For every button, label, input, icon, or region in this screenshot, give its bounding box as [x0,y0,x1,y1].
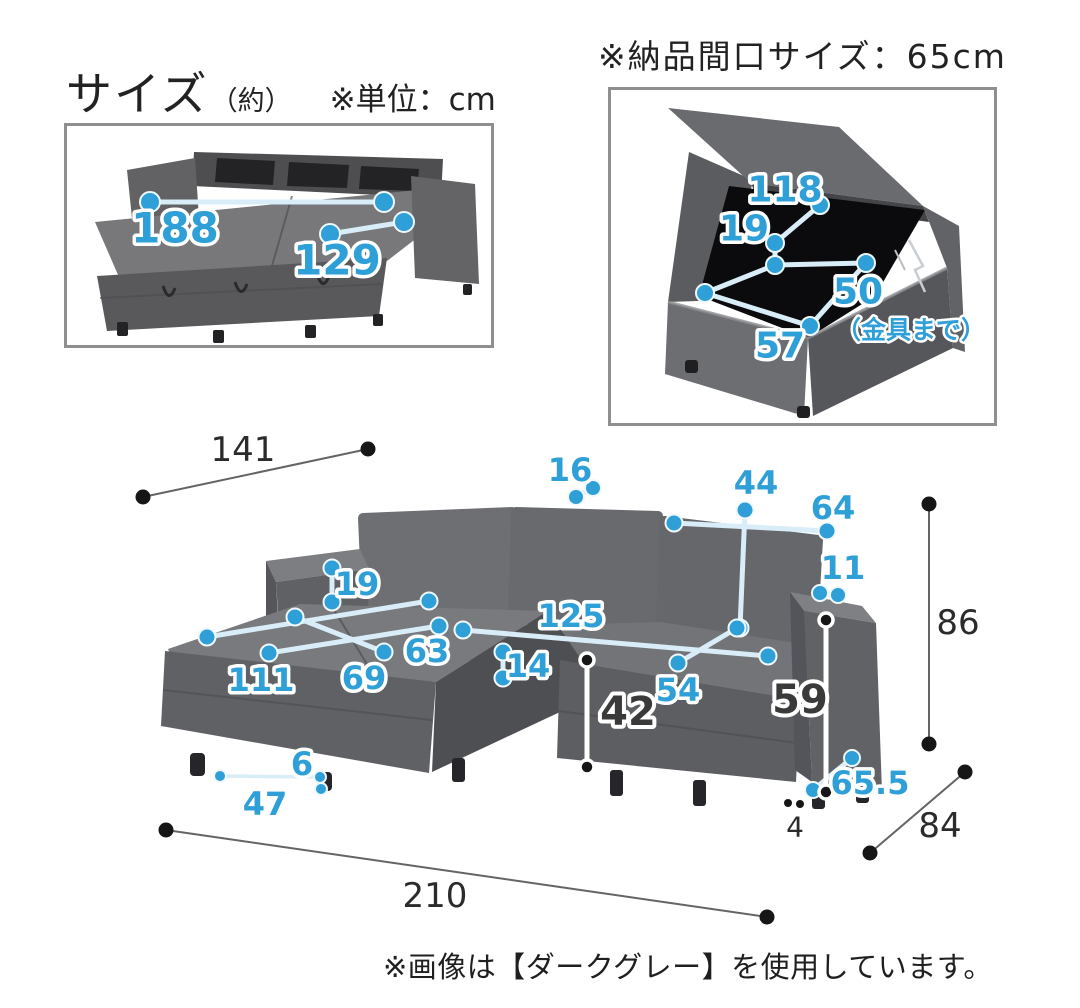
lid-hinge [907,239,927,293]
chaise-length-label: 111 [228,661,295,699]
armrest-width-label: 11 [821,549,866,587]
front-diag-depth-label: 65.5 [831,764,910,802]
dim-bed-width: 129 [290,211,415,288]
seat-cushion-thickness-label: 14 [506,647,551,685]
sofa-bed-photo-box: 188 129 [64,123,494,348]
total-height-label: 86 [936,603,979,643]
total-width-label: 210 [403,876,468,916]
black-dots [135,441,973,925]
seat-width-label: 125 [538,597,605,635]
blue-dots [197,479,861,799]
bed-legs [117,284,472,343]
right-armrest-top [790,592,876,623]
back-width-label: 141 [211,430,276,470]
chaise-seat-depth-label: 63 [405,632,450,670]
leg-height-label: 6 [291,745,313,783]
dark-dimension-lines [142,448,966,918]
back-cushion-height-label: 44 [734,464,779,502]
size-heading: サイズ （約） ※単位：cm [66,58,496,124]
storage-bracket-note: （金具まで） [836,316,986,345]
left-armrest-top [266,549,369,582]
bed-right-armrest [411,176,479,284]
seat-depth-label: 54 [656,671,701,709]
back-cushion-width-label: 64 [811,489,856,527]
color-note: ※画像は【ダークグレー】を使用しています。 [383,950,993,984]
bed-base-front [557,660,800,782]
size-heading-approx: （約） [210,86,292,117]
storage-opening-height-label: 19 [719,209,769,250]
dim-bed-length: 188 [128,191,395,256]
sofa-bed-illustration: 188 129 [95,152,479,343]
storage-lid-length-label: 118 [747,170,822,211]
white-dimension-lines [584,617,829,795]
storage-depth-label: 50 [833,272,883,313]
bed-base [97,258,387,331]
size-heading-main: サイズ [66,67,209,121]
delivery-opening-note: ※納品間口サイズ：65cm [598,37,1007,76]
cushion-thickness-top-label: 16 [548,451,593,489]
storage-lid [668,108,923,206]
storage-illustration: 118 19 50 （金具まで） 57 [665,108,989,418]
unit-note: ※単位：cm [329,82,496,118]
leg-span-label: 47 [243,785,288,823]
chaise-front [161,651,436,773]
storage-photo-box: 118 19 50 （金具まで） 57 [608,87,997,426]
main-sofa-diagram: 141 16 44 64 11 19 125 63 69 111 14 54 4… [135,430,980,925]
storage-width-label: 57 [755,326,805,367]
total-depth-label: 84 [918,806,961,846]
bed-length-label: 188 [131,204,219,253]
chaise-width-label: 69 [342,659,387,697]
bed-sofa-shape [95,152,479,343]
storage-dim-lines [695,195,876,336]
back-cushion-middle [508,507,663,627]
seat-height-label: 42 [600,689,656,735]
bed-width-label: 129 [293,236,381,285]
armrest-height-label: 59 [772,677,828,723]
storage-legs [685,360,810,418]
armrest-to-seat-label: 19 [335,565,380,603]
sectional-sofa-shape [161,507,882,809]
leg-gap-label: 4 [786,811,804,844]
